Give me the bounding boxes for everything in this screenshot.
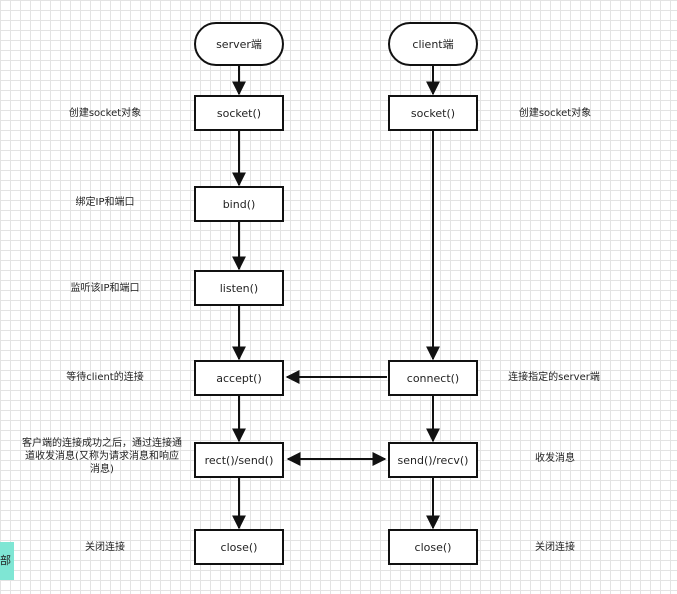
client-socket-node[interactable]: socket()	[388, 95, 478, 131]
client-socket-text: socket()	[410, 106, 456, 120]
connect-text: connect()	[406, 371, 460, 385]
server-io-text: rect()/send()	[204, 453, 274, 467]
label-server-close: 关闭连接	[85, 542, 125, 553]
label-accept: 等待client的连接	[66, 372, 144, 383]
listen-node[interactable]: listen()	[194, 270, 284, 306]
label-server-io: 客户端的连接成功之后，通过连接通道收发消息(又称为请求消息和响应消息)	[22, 438, 182, 475]
accept-text: accept()	[216, 371, 262, 385]
label-connect: 连接指定的server端	[508, 372, 600, 383]
client-start-text: client端	[412, 38, 454, 51]
server-start-node[interactable]: server端	[194, 22, 284, 66]
label-listen: 监听该IP和端口	[70, 283, 140, 294]
server-close-text: close()	[220, 540, 258, 554]
client-io-node[interactable]: send()/recv()	[388, 442, 478, 478]
side-tab[interactable]: 部	[0, 542, 14, 580]
server-socket-text: socket()	[216, 106, 262, 120]
client-close-node[interactable]: close()	[388, 529, 478, 565]
label-server-socket: 创建socket对象	[68, 108, 142, 119]
client-start-node[interactable]: client端	[388, 22, 478, 66]
client-io-text: send()/recv()	[397, 453, 469, 467]
connect-node[interactable]: connect()	[388, 360, 478, 396]
server-socket-node[interactable]: socket()	[194, 95, 284, 131]
listen-text: listen()	[219, 281, 259, 295]
label-client-socket: 创建socket对象	[518, 108, 592, 119]
bind-node[interactable]: bind()	[194, 186, 284, 222]
bind-text: bind()	[222, 197, 256, 211]
client-close-text: close()	[414, 540, 452, 554]
server-io-node[interactable]: rect()/send()	[194, 442, 284, 478]
server-start-text: server端	[216, 38, 262, 51]
label-client-io: 收发消息	[535, 453, 575, 464]
server-close-node[interactable]: close()	[194, 529, 284, 565]
accept-node[interactable]: accept()	[194, 360, 284, 396]
label-client-close: 关闭连接	[535, 542, 575, 553]
label-bind: 绑定IP和端口	[75, 197, 135, 208]
